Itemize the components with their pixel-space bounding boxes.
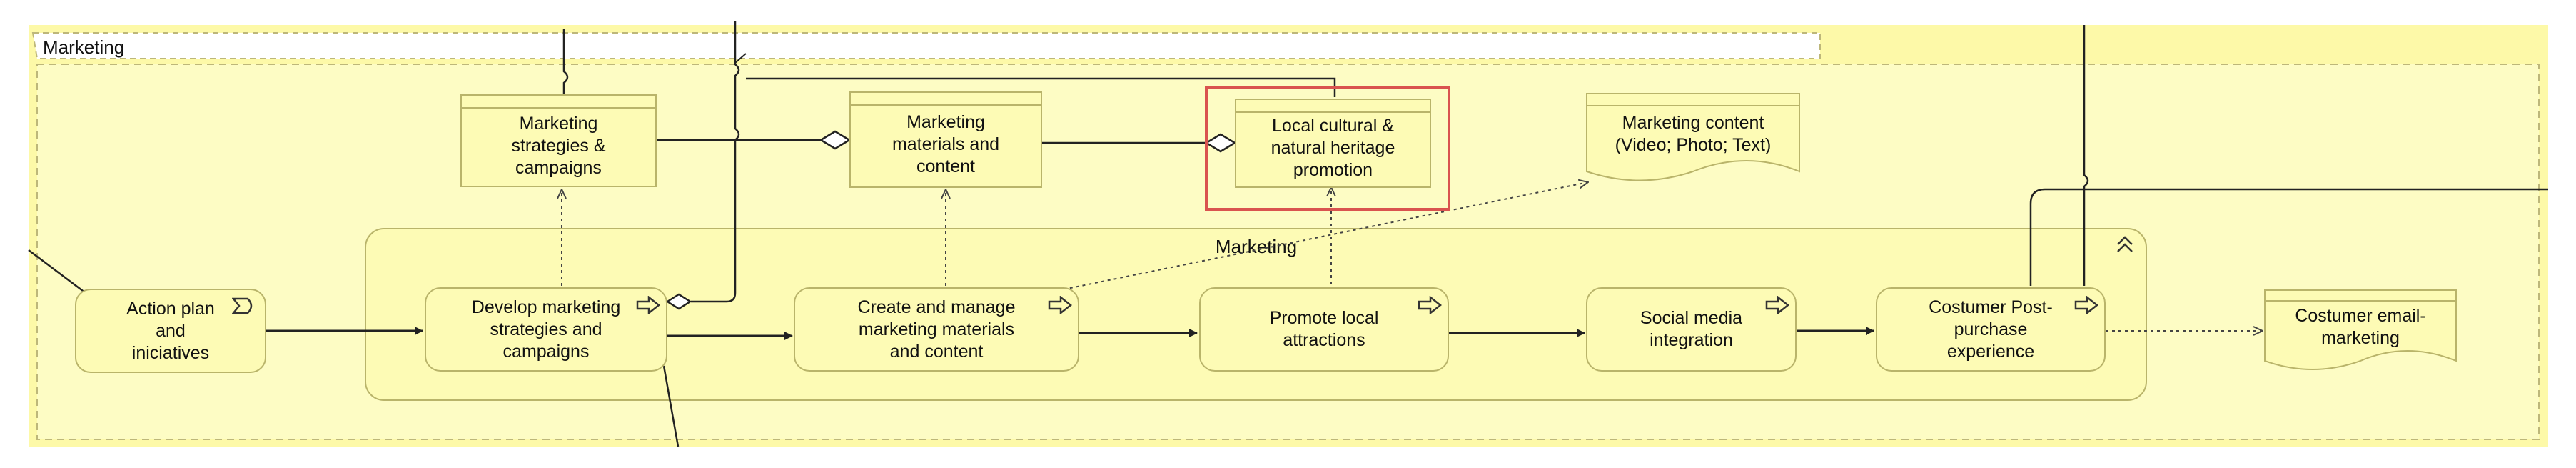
connector-line: [734, 53, 747, 64]
representation-label: Costumer email- marketing: [2295, 306, 2426, 348]
object-local-heritage[interactable]: Local cultural & natural heritage promot…: [1235, 99, 1431, 188]
connector-line: [562, 29, 569, 100]
representation-email-marketing[interactable]: Costumer email- marketing: [2264, 289, 2457, 374]
representation-shape: [1586, 93, 1800, 181]
process-arrow-icon: [1418, 296, 1442, 314]
process-label: Develop marketing strategies and campaig…: [471, 297, 621, 362]
representation-marketing-content[interactable]: Marketing content (Video; Photo; Text): [1586, 93, 1800, 186]
process-label: Social media integration: [1640, 308, 1743, 350]
process-develop-marketing[interactable]: Develop marketing strategies and campaig…: [425, 287, 667, 372]
process-arrow-icon: [2074, 296, 2098, 314]
action-plan-node[interactable]: Action plan and iniciatives: [75, 289, 266, 373]
event-icon: [232, 297, 253, 314]
process-arrow-icon: [1765, 296, 1789, 314]
aggregation-diamond: [665, 293, 692, 310]
representation-shape: [2264, 289, 2457, 370]
collapse-icon[interactable]: [2117, 236, 2133, 252]
connector-line: [746, 77, 1336, 97]
action-plan-label: Action plan and iniciatives: [126, 298, 215, 363]
connector-line: [662, 365, 680, 447]
object-label: Marketing materials and content: [892, 112, 1000, 176]
connector-line: [28, 249, 86, 294]
process-post-purchase[interactable]: Costumer Post- purchase experience: [1876, 287, 2106, 372]
connector-line: [2029, 188, 2548, 286]
object-marketing-materials[interactable]: Marketing materials and content: [849, 91, 1042, 188]
connector-line: [2083, 25, 2089, 286]
object-marketing-strategies[interactable]: Marketing strategies & campaigns: [460, 94, 657, 187]
process-arrow-icon: [1048, 296, 1072, 314]
group-tab: [31, 32, 1821, 59]
representation-label: Marketing content (Video; Photo; Text): [1615, 113, 1772, 155]
process-label: Costumer Post- purchase experience: [1929, 297, 2053, 362]
connector-line: [691, 21, 740, 303]
process-group-title: Marketing: [1216, 236, 1297, 257]
process-arrow-icon: [636, 296, 660, 314]
process-social-media[interactable]: Social media integration: [1586, 287, 1797, 372]
highlight-box: [1205, 86, 1450, 211]
object-label: Local cultural & natural heritage promot…: [1271, 116, 1395, 180]
process-label: Promote local attractions: [1269, 308, 1379, 350]
process-promote-attractions[interactable]: Promote local attractions: [1199, 287, 1449, 372]
process-label: Create and manage marketing materials an…: [857, 297, 1016, 362]
group-title: Marketing: [43, 36, 124, 58]
object-label: Marketing strategies & campaigns: [511, 113, 606, 178]
process-create-manage-materials[interactable]: Create and manage marketing materials an…: [794, 287, 1079, 372]
